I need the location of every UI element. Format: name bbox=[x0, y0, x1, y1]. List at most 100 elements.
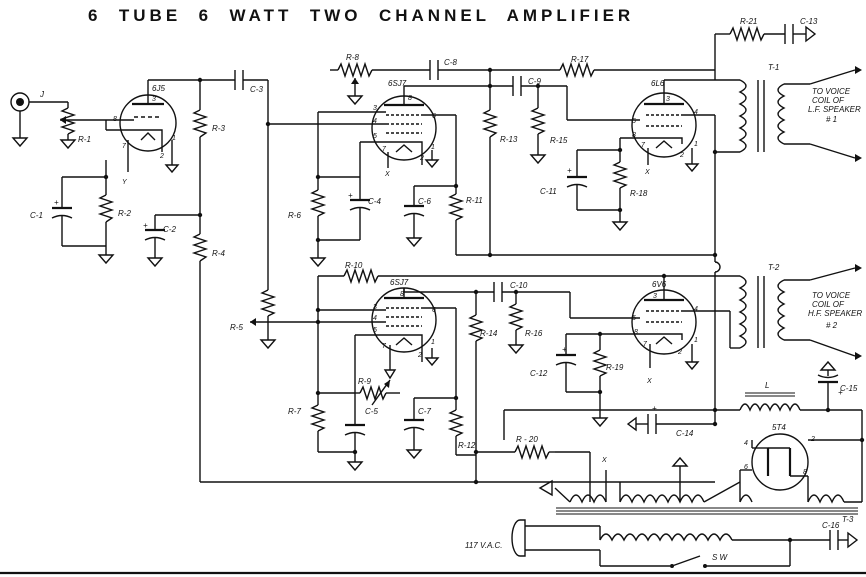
svg-text:R-5: R-5 bbox=[230, 323, 243, 332]
svg-text:C-9: C-9 bbox=[528, 77, 541, 86]
capacitor-c3: C-3 bbox=[234, 70, 268, 94]
resistor-r10: R-10 bbox=[318, 261, 715, 285]
resistor-r18: R-18 bbox=[611, 150, 648, 232]
resistor-r17: R-17 bbox=[559, 55, 715, 79]
transformer-t2: T-2 bbox=[738, 263, 862, 360]
svg-text:R-2: R-2 bbox=[118, 209, 131, 218]
svg-text:R-13: R-13 bbox=[500, 135, 518, 144]
capacitor-c12: + C-12 bbox=[530, 334, 600, 393]
svg-text:R-18: R-18 bbox=[630, 189, 648, 198]
svg-text:4: 4 bbox=[694, 109, 698, 116]
svg-text:L: L bbox=[765, 381, 769, 390]
resistor-r7: R-7 bbox=[288, 393, 355, 453]
svg-text:C-8: C-8 bbox=[444, 58, 457, 67]
svg-text:+: + bbox=[838, 388, 843, 397]
svg-text:R-15: R-15 bbox=[550, 136, 568, 145]
svg-text:7: 7 bbox=[382, 343, 387, 350]
capacitor-c6: C-6 bbox=[403, 185, 456, 248]
resistor-r5: R-5 bbox=[230, 289, 318, 350]
svg-text:R - 20: R - 20 bbox=[516, 435, 538, 444]
svg-text:R-9: R-9 bbox=[358, 377, 371, 386]
svg-text:4: 4 bbox=[694, 306, 698, 313]
svg-text:+: + bbox=[652, 404, 657, 413]
tube-rect-5t4: 5T4 4 2 6 8 bbox=[744, 423, 815, 491]
svg-text:8: 8 bbox=[408, 95, 412, 102]
svg-text:R-19: R-19 bbox=[606, 363, 624, 372]
resistor-r9: R-9 bbox=[355, 377, 400, 406]
svg-text:C-13: C-13 bbox=[800, 17, 818, 26]
resistor-r8: R-8 bbox=[330, 53, 430, 106]
svg-text:4: 4 bbox=[373, 118, 377, 125]
svg-text:1: 1 bbox=[694, 337, 698, 344]
capacitor-c15: + C-15 bbox=[817, 360, 858, 410]
svg-text:C-16: C-16 bbox=[822, 521, 840, 530]
resistor-r21: R-21 bbox=[729, 17, 785, 43]
hf-output-line1: TO VOICE bbox=[812, 291, 851, 300]
svg-text:+: + bbox=[54, 198, 59, 207]
svg-text:X: X bbox=[384, 171, 390, 178]
svg-text:+: + bbox=[348, 191, 353, 200]
svg-text:C-2: C-2 bbox=[163, 225, 176, 234]
transformer-t1: T-1 bbox=[738, 63, 862, 162]
svg-text:117 V.A.C.: 117 V.A.C. bbox=[465, 541, 503, 550]
svg-text:1: 1 bbox=[431, 339, 435, 346]
svg-text:C-1: C-1 bbox=[30, 211, 43, 220]
svg-text:R-10: R-10 bbox=[345, 261, 363, 270]
resistor-r2: R-2 bbox=[97, 177, 131, 265]
svg-text:R-12: R-12 bbox=[458, 441, 476, 450]
capacitor-c2: + C-2 bbox=[143, 214, 200, 268]
svg-text:1: 1 bbox=[431, 144, 435, 151]
svg-text:5: 5 bbox=[373, 327, 377, 334]
svg-text:T-1: T-1 bbox=[768, 63, 779, 72]
svg-text:5T4: 5T4 bbox=[772, 423, 786, 432]
svg-text:8: 8 bbox=[632, 132, 636, 139]
svg-text:7: 7 bbox=[641, 142, 646, 149]
svg-text:5: 5 bbox=[632, 315, 636, 322]
resistor-r3: R-3 bbox=[191, 80, 225, 215]
svg-text:R-8: R-8 bbox=[346, 53, 359, 62]
svg-text:C-5: C-5 bbox=[365, 407, 378, 416]
resistor-r14: R-14 bbox=[467, 314, 498, 482]
capacitor-c9: C-9 bbox=[512, 76, 567, 96]
svg-text:COIL OF: COIL OF bbox=[812, 300, 845, 309]
resistor-r15: R-15 bbox=[529, 107, 568, 165]
transformer-t3: T-3 bbox=[556, 494, 858, 542]
tube-v3-6l6: 6L6 3 4 5 8 7 2 1 bbox=[631, 79, 698, 159]
diagram-title: 6 TUBE 6 WATT TWO CHANNEL AMPLIFIER bbox=[88, 6, 635, 25]
svg-text:3: 3 bbox=[373, 105, 377, 112]
svg-text:X: X bbox=[646, 378, 652, 385]
resistor-r1: R-1 bbox=[59, 102, 106, 150]
svg-text:7: 7 bbox=[643, 341, 648, 348]
svg-text:7: 7 bbox=[382, 146, 387, 153]
svg-text:8: 8 bbox=[400, 291, 404, 298]
capacitor-c16: C-16 bbox=[822, 521, 859, 550]
jack-label: J bbox=[39, 90, 45, 99]
svg-text:6: 6 bbox=[744, 464, 748, 471]
svg-text:X: X bbox=[601, 457, 607, 464]
capacitor-c10: C-10 bbox=[493, 281, 570, 302]
svg-text:1: 1 bbox=[694, 141, 698, 148]
capacitor-c5: C-5 bbox=[344, 405, 378, 472]
capacitor-c13: C-13 bbox=[784, 17, 818, 44]
svg-text:C-15: C-15 bbox=[840, 384, 858, 393]
svg-text:R-11: R-11 bbox=[466, 196, 483, 205]
tube-v1-6j5: 6J5 3 8 7 2 1 bbox=[113, 84, 177, 160]
capacitor-c7: C-7 bbox=[403, 397, 456, 460]
svg-text:S W: S W bbox=[712, 553, 729, 562]
power-plug[interactable]: 117 V.A.C. bbox=[465, 519, 601, 557]
v1-type: 6J5 bbox=[152, 84, 165, 93]
input-jack[interactable]: J bbox=[10, 90, 68, 148]
svg-text:X: X bbox=[644, 169, 650, 176]
svg-text:# 1: # 1 bbox=[826, 115, 837, 124]
svg-text:C-12: C-12 bbox=[530, 369, 548, 378]
svg-text:6SJ7: 6SJ7 bbox=[388, 79, 407, 88]
svg-text:6SJ7: 6SJ7 bbox=[390, 278, 409, 287]
resistor-r16: R-16 bbox=[507, 303, 543, 355]
svg-text:C-7: C-7 bbox=[418, 407, 431, 416]
svg-text:+: + bbox=[562, 345, 567, 354]
svg-text:2: 2 bbox=[417, 352, 422, 359]
svg-text:+: + bbox=[567, 166, 572, 175]
svg-text:R-4: R-4 bbox=[212, 249, 225, 258]
capacitor-c14: + C-14 bbox=[626, 404, 716, 438]
svg-text:8: 8 bbox=[634, 329, 638, 336]
